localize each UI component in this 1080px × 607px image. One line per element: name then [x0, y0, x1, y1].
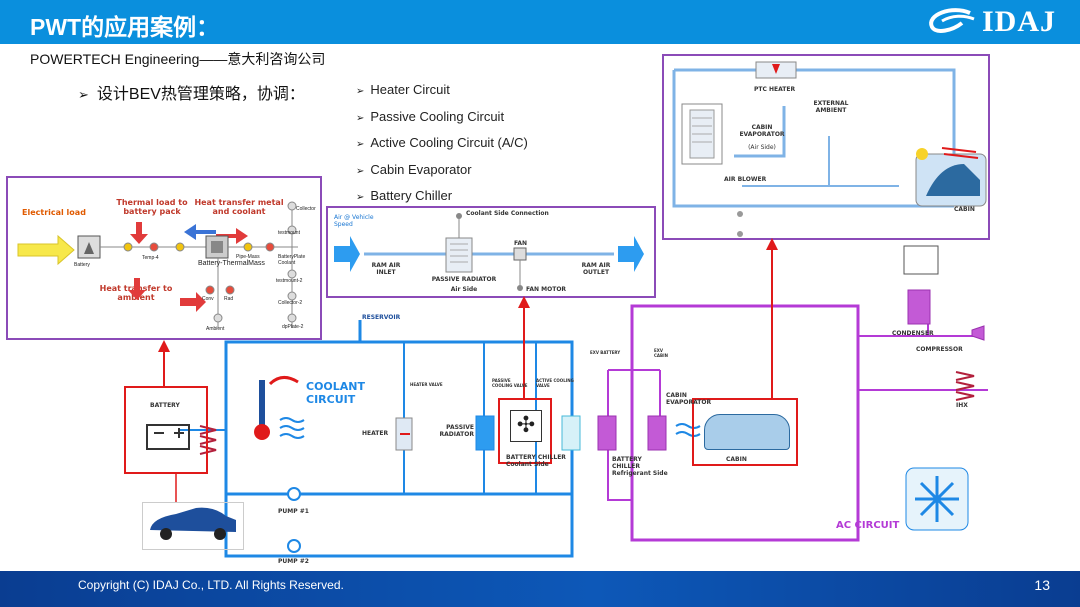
condenser-label: CONDENSER [892, 330, 934, 337]
list-item: ➢ Active Cooling Circuit (A/C) [356, 131, 528, 158]
ac-circuit-label: AC CIRCUIT [836, 520, 900, 531]
swoosh-icon [929, 8, 975, 33]
battery-model-panel: Electrical load Thermal load to battery … [6, 176, 322, 340]
conv-label: Conv [202, 296, 214, 302]
bullet-text: Active Cooling Circuit (A/C) [370, 135, 528, 150]
coolant-side-connection-label: Coolant Side Connection [466, 210, 549, 217]
bullet-arrow-icon: ➢ [356, 86, 365, 97]
page-number: 13 [1034, 577, 1050, 593]
car-interior-icon [704, 414, 790, 450]
collector-label: Collector [296, 206, 316, 212]
list-item: ➢ Passive Cooling Circuit [356, 105, 528, 132]
bullet-text: Battery Chiller [370, 188, 453, 203]
passive-radiator-diagram [334, 213, 644, 291]
fan-label: FAN [514, 240, 528, 247]
ram-air-inlet-label: RAM AIR INLET [371, 262, 401, 276]
external-ambient-label: EXTERNAL AMBIENT [813, 100, 849, 114]
battery-chiller-highlight: ✣ [498, 398, 552, 464]
rad-label: Rad [224, 296, 234, 302]
exv-battery-label: EXV BATTERY [590, 350, 621, 355]
bullet-text: Passive Cooling Circuit [370, 108, 505, 124]
cabin-label: CABIN [726, 456, 747, 463]
battery-label: Battery [74, 262, 90, 268]
battery-chiller-coolant-label: BATTERY CHILLER Coolant Side [506, 454, 566, 468]
testmount2-label: testmount-2 [276, 278, 303, 284]
exv-cabin-label: EXV CABIN [654, 348, 668, 358]
cabin-diagram [672, 61, 987, 237]
testmount-label: testmount [278, 230, 300, 236]
battery-model-diagram [17, 201, 298, 328]
battery-plate-coolant-label: BatteryPlate Coolant [278, 254, 306, 266]
cabin-model-panel: PTC HEATER EXTERNAL AMBIENT CABIN EVAPOR… [662, 54, 990, 240]
ambient-label: Ambient [206, 326, 225, 332]
list-item: ➢ Heater Circuit [356, 78, 528, 105]
battery-chiller-refrigerant-label: BATTERY CHILLER Refrigerant Side [612, 456, 668, 477]
pipe-mass-label: Pipe-Mass [236, 254, 260, 260]
strategy-heading: ➢ 设计BEV热管理策略，协调： [78, 80, 305, 104]
air-blower-label: AIR BLOWER [724, 176, 767, 183]
coolant-circuit-label: COOLANT CIRCUIT [306, 380, 366, 406]
passive-radiator-label: PASSIVE RADIATOR [431, 276, 497, 283]
battery-highlight: BATTERY [124, 386, 208, 474]
idaj-logo: IDAJ [922, 5, 1056, 39]
cabin-evaporator-label: CABIN EVAPORATOR [739, 124, 785, 138]
slide-subtitle: POWERTECH Engineering——意大利咨询公司 [30, 51, 326, 67]
logo-text: IDAJ [981, 5, 1056, 38]
bullet-arrow-icon: ➢ [356, 165, 365, 177]
fan-icon: ✣ [510, 410, 542, 442]
battery-label: BATTERY [150, 402, 180, 409]
reservoir-label: RESERVOIR [362, 314, 401, 321]
passive-radiator-model-panel: Air @ Vehicle Speed Coolant Side Connect… [326, 206, 656, 298]
active-cooling-valve-label: ACTIVE COOLING VALVE [536, 378, 574, 388]
passive-radiator-label: PASSIVE RADIATOR [439, 424, 474, 438]
dp-plate-label: dpPlate-2 [282, 324, 304, 330]
header-bar [0, 0, 1080, 44]
heat-transfer-metal-label: Heat transfer metal and coolant [194, 198, 284, 216]
bullet-text: Cabin Evaporator [370, 161, 472, 177]
air-vehicle-speed-label: Air @ Vehicle Speed [334, 214, 374, 228]
cabin-evaporator-label: CABIN EVAPORATOR [666, 392, 712, 406]
thermal-load-label: Thermal load to battery pack [116, 198, 188, 216]
copyright-text: Copyright (C) IDAJ Co., LTD. All Rights … [78, 578, 344, 592]
pump1-label: PUMP #1 [278, 508, 309, 515]
list-item: ➢ Battery Chiller [356, 184, 528, 211]
cabin-highlight: CABIN [692, 398, 798, 466]
footer-bar [0, 571, 1080, 607]
temp-label: Temp-4 [142, 255, 159, 261]
car-icon [142, 502, 244, 550]
bullet-text: Heater Circuit [370, 82, 450, 97]
strategy-text: 设计BEV热管理策略，协调： [96, 86, 305, 103]
list-item: ➢ Cabin Evaporator [356, 158, 528, 185]
bullet-arrow-icon: ➢ [356, 139, 365, 150]
pump2-label: PUMP #2 [278, 558, 309, 565]
heater-label: HEATER [362, 430, 389, 437]
bullet-list: ➢ Heater Circuit ➢ Passive Cooling Circuit… [356, 78, 528, 211]
fan-motor-label: FAN MOTOR [526, 286, 567, 293]
bullet-arrow-icon: ➢ [356, 192, 365, 203]
heater-valve-label: HEATER VALVE [410, 382, 443, 387]
passive-cooling-valve-label: PASSIVE COOLING VALVE [492, 378, 528, 388]
electrical-load-label: Electrical load [22, 208, 86, 217]
cabin-label: CABIN [954, 206, 975, 213]
compressor-label: COMPRESSOR [916, 346, 963, 353]
air-side-label: Air Side [450, 286, 478, 293]
bullet-arrow-icon: ➢ [78, 87, 89, 102]
battery-icon [146, 424, 190, 450]
collector2-label: Collector-2 [278, 300, 303, 306]
slide-title: PWT的应用案例： [30, 14, 220, 40]
air-side-label: (Air Side) [748, 144, 776, 151]
ram-air-outlet-label: RAM AIR OUTLET [581, 262, 611, 276]
battery-thermalmass-label: Battery-ThermalMass [198, 260, 265, 267]
ptc-heater-label: PTC HEATER [754, 86, 796, 93]
ihx-label: IHX [956, 402, 968, 409]
bullet-arrow-icon: ➢ [356, 112, 365, 124]
